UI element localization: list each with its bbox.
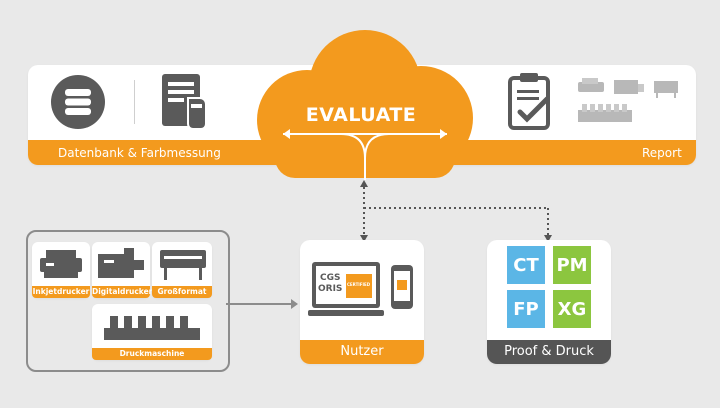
clipboard-check-icon	[506, 70, 556, 132]
evaluate-cloud	[245, 28, 485, 178]
report-label: Report	[642, 146, 682, 160]
proof-label: Proof & Druck	[504, 344, 594, 359]
divider	[134, 80, 135, 124]
database-label: Datenbank & Farbmessung	[58, 146, 221, 160]
digital-caption: Digitaldrucker	[92, 286, 153, 298]
laptop-screen-text-2: ORIS	[318, 284, 343, 294]
printing-press-icon	[102, 308, 202, 344]
large-format-caption: Großformat	[152, 286, 212, 298]
cloud-title: EVALUATE	[305, 104, 417, 126]
inkjet-caption: Inkjetdrucker	[32, 286, 90, 298]
device-to-user-arrow	[224, 298, 300, 310]
laptop-icon	[308, 260, 388, 324]
laptop-screen-badge: CERTIFIED	[347, 282, 371, 287]
proof-label-bar	[487, 340, 611, 364]
user-label-bar	[300, 340, 424, 364]
database-icon	[50, 74, 106, 130]
press-caption: Druckmaschine	[92, 348, 212, 360]
laptop-screen-text-1: CGS	[320, 273, 341, 283]
tile-ct: CT	[507, 246, 545, 284]
tile-pm: PM	[553, 246, 591, 284]
digital-printer-icon	[96, 246, 148, 282]
large-format-printer-icon	[158, 248, 208, 282]
inkjet-printer-icon	[36, 248, 86, 282]
color-measurement-icon	[160, 72, 212, 132]
user-label: Nutzer	[340, 344, 384, 359]
tile-xg: XG	[553, 290, 591, 328]
cloud-arrows	[275, 126, 455, 180]
connector-lines	[340, 180, 570, 244]
small-printer-icons	[576, 76, 680, 128]
device-group-outline	[26, 230, 230, 372]
phone-icon	[390, 264, 416, 314]
tile-fp: FP	[507, 290, 545, 328]
